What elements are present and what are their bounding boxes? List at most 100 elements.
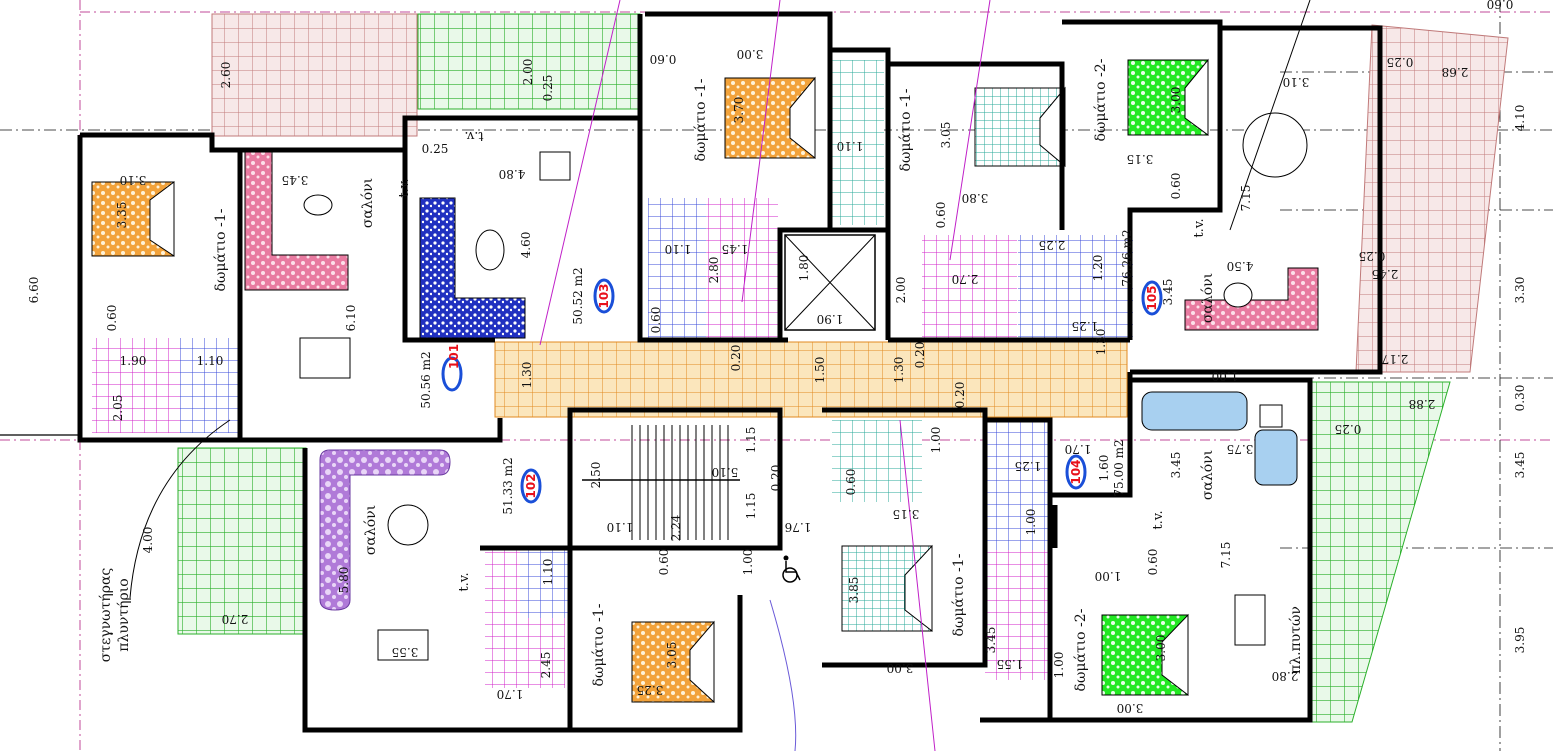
terrace-right-top <box>1355 24 1509 373</box>
svg-text:1.70: 1.70 <box>497 687 524 701</box>
svg-text:3.35: 3.35 <box>115 202 129 229</box>
svg-text:3.45: 3.45 <box>984 627 998 654</box>
svg-text:1.50: 1.50 <box>813 357 827 384</box>
svg-text:1.30: 1.30 <box>892 357 906 384</box>
sofa-blue-light <box>1141 391 1248 431</box>
svg-text:3.85: 3.85 <box>847 577 861 604</box>
svg-text:1.10: 1.10 <box>541 559 555 586</box>
svg-text:0.60: 0.60 <box>649 307 663 334</box>
svg-text:1.00: 1.00 <box>1024 509 1038 536</box>
terraces <box>177 13 1509 723</box>
svg-text:0.20: 0.20 <box>913 342 927 369</box>
sofa-pink-1 <box>244 151 349 291</box>
svg-text:2.80: 2.80 <box>707 257 721 284</box>
svg-text:0.60: 0.60 <box>844 469 858 496</box>
svg-text:3.10: 3.10 <box>120 173 147 187</box>
apartment-101: 101 50.56 m2 <box>419 344 463 409</box>
corridor <box>494 341 1128 418</box>
room-label: δωμάτιο -1- <box>693 78 709 161</box>
svg-text:3.00: 3.00 <box>1154 635 1168 662</box>
svg-text:2.80: 2.80 <box>1272 669 1299 683</box>
svg-text:1.45: 1.45 <box>722 242 749 256</box>
svg-text:1.00: 1.00 <box>929 427 943 454</box>
svg-text:0.25: 0.25 <box>1335 422 1362 436</box>
svg-text:0.30: 0.30 <box>1513 385 1527 412</box>
svg-text:1.80: 1.80 <box>797 255 811 282</box>
room-label: σαλόνι <box>363 505 379 555</box>
svg-text:0.60: 0.60 <box>1487 0 1514 11</box>
svg-text:50.52 m2: 50.52 m2 <box>571 267 585 324</box>
svg-text:101: 101 <box>447 344 461 369</box>
svg-text:3.25: 3.25 <box>637 683 664 697</box>
svg-text:0.25: 0.25 <box>541 75 555 102</box>
svg-text:3.45: 3.45 <box>1513 452 1527 479</box>
dimension-labels: 2.60 2.00 0.25 0.60 3.00 3.70 3.10 3.35 … <box>27 0 1527 715</box>
svg-text:4.60: 4.60 <box>519 232 533 259</box>
room-label: σαλόνι <box>1200 450 1216 500</box>
note-washer: πλυντήριο <box>116 578 132 651</box>
svg-text:2.00: 2.00 <box>894 277 908 304</box>
svg-text:6.10: 6.10 <box>344 305 358 332</box>
svg-text:3.00: 3.00 <box>1169 87 1183 114</box>
svg-text:0.20: 0.20 <box>769 465 783 492</box>
apartment-105: 105 76.26 m2 <box>1120 229 1163 316</box>
svg-text:3.05: 3.05 <box>939 122 953 149</box>
svg-text:1.30: 1.30 <box>1094 329 1108 356</box>
svg-text:7.15: 7.15 <box>1239 185 1253 212</box>
svg-text:1.60: 1.60 <box>1097 455 1111 482</box>
leader-lines <box>129 0 1311 751</box>
svg-text:0.60: 0.60 <box>1169 173 1183 200</box>
svg-text:2.60: 2.60 <box>219 62 233 89</box>
room-labels: δωμάτιο -1- δωμάτιο -1- δωμάτιο -1- δωμά… <box>98 58 1304 691</box>
svg-text:50.56 m2: 50.56 m2 <box>419 351 433 408</box>
svg-text:104: 104 <box>1069 459 1083 484</box>
svg-text:3.70: 3.70 <box>732 97 746 124</box>
room-label: σαλόνι <box>360 178 376 228</box>
apartment-104: 104 75.00 m2 <box>1065 439 1126 497</box>
apartment-labels: 101 50.56 m2 102 51.33 m2 103 50.52 m2 1… <box>419 229 1163 515</box>
room-label: σαλόνι <box>1200 273 1216 323</box>
svg-text:3.45: 3.45 <box>1161 279 1175 306</box>
sofa-blue <box>419 197 526 339</box>
stair-elevator <box>582 234 876 540</box>
svg-text:1.10: 1.10 <box>665 242 692 256</box>
svg-text:3.55: 3.55 <box>392 645 419 659</box>
svg-text:2.00: 2.00 <box>521 59 535 86</box>
svg-text:3.00: 3.00 <box>887 661 914 675</box>
svg-text:0.60: 0.60 <box>105 305 119 332</box>
svg-text:2.70: 2.70 <box>222 612 249 626</box>
svg-text:1.00: 1.00 <box>1052 652 1066 679</box>
terrace-top-green <box>417 13 641 110</box>
svg-text:7.15: 7.15 <box>1219 542 1233 569</box>
svg-text:105: 105 <box>1145 285 1159 310</box>
sofa-purple <box>319 449 451 611</box>
svg-text:3.10: 3.10 <box>1283 75 1310 89</box>
apartment-103: 103 50.52 m2 <box>571 267 615 325</box>
svg-text:0.60: 0.60 <box>657 549 671 576</box>
svg-text:t.v.: t.v. <box>1151 510 1166 529</box>
svg-text:0.60: 0.60 <box>1146 549 1160 576</box>
svg-text:t.v.: t.v. <box>457 572 472 591</box>
svg-text:6.60: 6.60 <box>27 277 41 304</box>
svg-text:0.60: 0.60 <box>934 202 948 229</box>
svg-text:2.24: 2.24 <box>669 514 683 541</box>
svg-text:0.25: 0.25 <box>422 142 449 156</box>
svg-text:3.80: 3.80 <box>962 191 989 205</box>
room-label: δωμάτιο -1- <box>898 88 914 171</box>
svg-text:4.10: 4.10 <box>1513 105 1527 132</box>
svg-text:3.00: 3.00 <box>1117 701 1144 715</box>
svg-text:1.00: 1.00 <box>1095 569 1122 583</box>
svg-text:3.15: 3.15 <box>1127 152 1154 166</box>
svg-text:3.75: 3.75 <box>1227 442 1254 456</box>
svg-text:3.45: 3.45 <box>282 173 309 187</box>
svg-text:1.00: 1.00 <box>741 549 755 576</box>
svg-text:75.00 m2: 75.00 m2 <box>1112 439 1126 496</box>
room-label: δωμάτιο -1- <box>951 553 967 636</box>
svg-text:1.30: 1.30 <box>520 362 534 389</box>
svg-text:1.25: 1.25 <box>1015 459 1042 473</box>
svg-text:1.15: 1.15 <box>744 493 758 520</box>
svg-text:2.68: 2.68 <box>1442 65 1469 79</box>
room-label: δωμάτιο -1- <box>591 603 607 686</box>
svg-text:5.10: 5.10 <box>712 465 739 479</box>
svg-text:1.55: 1.55 <box>997 657 1024 671</box>
